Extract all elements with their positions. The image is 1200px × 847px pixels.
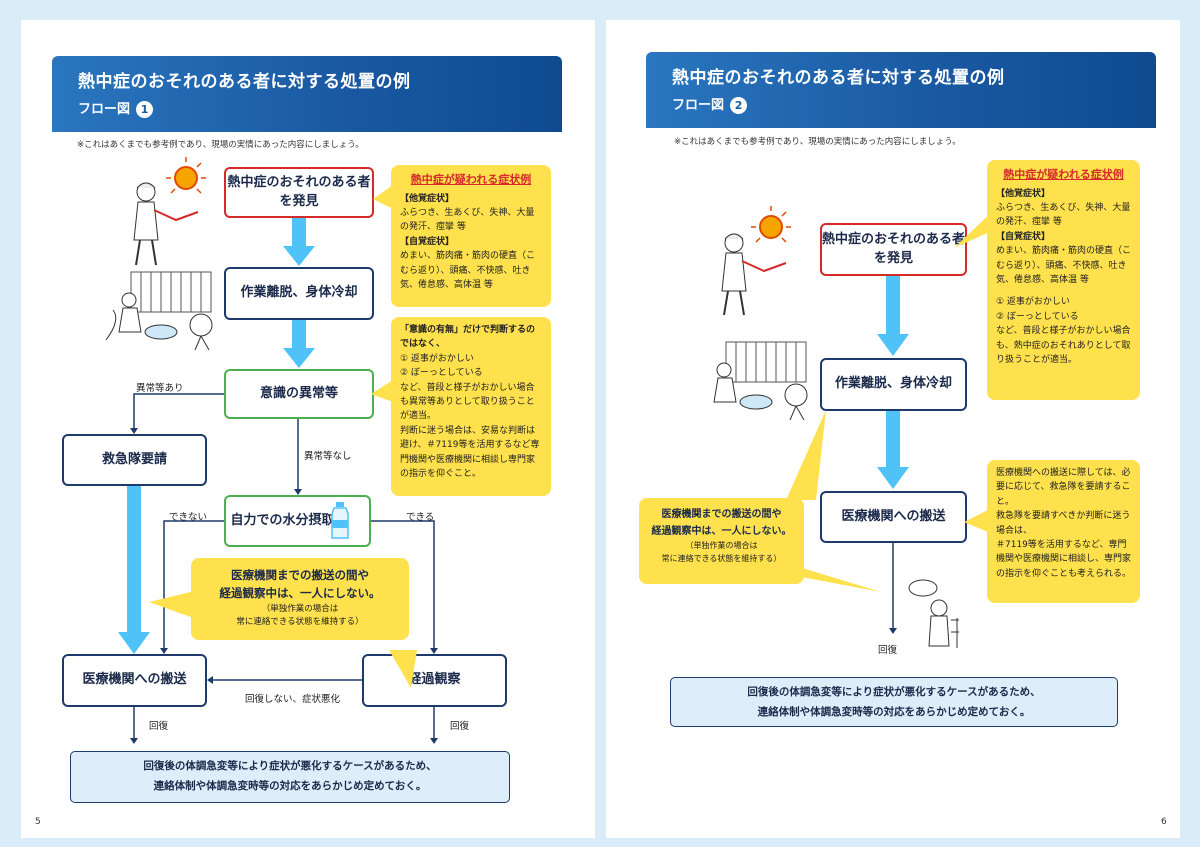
bottom-note-line-1: 回復後の体調急変等により症状が悪化するケースがあるため、 (747, 686, 1041, 698)
ambulance-box: 救急隊要請 (62, 434, 207, 486)
alone-note-line-2: 経過観察中は、一人にしない。 (219, 586, 381, 601)
label-recover-left: 回復 (149, 721, 169, 732)
other-symptoms-label: 【他覚症状】 (400, 193, 455, 204)
arrow-down-2 (877, 411, 909, 489)
bottom-note-line-2: 連絡体制や体調急変時等の対応をあらかじめ定めておく。 (757, 705, 1031, 718)
symptoms-note: 熱中症が疑われる症状例 【他覚症状】 ふらつき、生あくび、失神、大量の発汗、痙攣… (391, 165, 551, 307)
worker-phone-illustration (908, 579, 959, 648)
consciousness-item-1: ① 返事がおかしい (400, 353, 474, 364)
self-symptoms-label: 【自覚症状】 (996, 231, 1051, 242)
consciousness-text-1: など、普段と様子がおかしい場合も異常等ありとして取り扱うことが適当。 (400, 382, 535, 422)
label-can: できる (406, 512, 435, 523)
other-symptoms-label: 【他覚症状】 (996, 188, 1051, 199)
label-abnormal-yes: 異常等あり (136, 383, 184, 394)
label-recover-right: 回復 (450, 721, 470, 732)
discover-box: 熱中症のおそれのある者を発見 (820, 223, 967, 276)
remove-cool-box: 作業離脱、身体冷却 (224, 267, 374, 320)
alone-note-line-1: 医療機関までの搬送の間や (231, 568, 369, 582)
page-number: 6 (1161, 817, 1167, 827)
alone-note: 医療機関までの搬送の間や 経過観察中は、一人にしない。 （単独作業の場合は 常に… (191, 558, 409, 640)
label-recover: 回復 (878, 645, 898, 656)
symptoms-note: 熱中症が疑われる症状例 【他覚症状】 ふらつき、生あくび、失神、大量の発汗、痙攣… (987, 160, 1140, 400)
symptom-text: など、普段と様子がおかしい場合も、熱中症のおそれありとして取り扱うことが適当。 (996, 326, 1131, 365)
consciousness-item-2: ② ぼーっとしている (400, 368, 483, 379)
page-number: 5 (35, 817, 41, 827)
self-symptoms-text: めまい、筋肉痛・筋肉の硬直（こむら返り）、頭痛、不快感、吐き気、倦怠感、高体温 … (996, 246, 1132, 285)
transport-note: 医療機関への搬送に際しては、必要に応じて、救急隊を要請すること。 救急隊を要請す… (987, 460, 1140, 603)
label-cannot: できない (169, 512, 208, 523)
label-no-recover: 回復しない、症状悪化 (245, 694, 341, 705)
remove-cool-box: 作業離脱、身体冷却 (820, 358, 967, 411)
callout-pointers (149, 590, 417, 688)
label-abnormal-no: 異常等なし (304, 451, 352, 462)
bottom-note: 回復後の体調急変等により症状が悪化するケースがあるため、 連絡体制や体調急変時等… (70, 751, 510, 803)
reference-note: ※これはあくまでも参考例であり、現場の実情にあった内容にしましょう。 (77, 140, 364, 150)
consciousness-note-title: 「意識の有無」だけで判断するのではなく、 (400, 325, 536, 350)
page-subtitle: フロー図 2 (672, 94, 748, 114)
discover-box: 熱中症のおそれのある者を発見 (224, 167, 374, 218)
page-header: 熱中症のおそれのある者に対する処置の例 フロー図 2 (646, 52, 1156, 128)
page-6: 熱中症のおそれのある者に対する処置の例 フロー図 2 ※これはあくまでも参考例であ… (606, 20, 1180, 838)
self-symptoms-label: 【自覚症状】 (400, 236, 455, 247)
symptoms-title: 熱中症が疑われる症状例 (410, 173, 532, 186)
worker-dizzy-illustration (133, 157, 206, 266)
other-symptoms-text: ふらつき、生あくび、失神、大量の発汗、痙攣 等 (400, 207, 535, 233)
callout-pointer (954, 210, 994, 248)
arrow-down-1 (283, 218, 315, 266)
flow-connectors (889, 543, 897, 634)
page-title: 熱中症のおそれのある者に対する処置の例 (78, 72, 411, 92)
transport-box: 医療機関への搬送 (820, 491, 967, 543)
consciousness-box: 意識の異常等 (224, 369, 374, 419)
subtitle-text: フロー図 (672, 98, 725, 113)
transport-note-text-2: 救急隊を要請すべきか判断に迷う場合は、 (996, 511, 1131, 536)
worker-cooling-illustration (713, 341, 808, 421)
worker-dizzy-illustration (721, 206, 791, 316)
arrow-down-1 (877, 276, 909, 356)
observation-box: 経過観察 (362, 654, 507, 707)
flow-connectors (130, 393, 438, 744)
transport-note-text-1: 医療機関への搬送に際しては、必要に応じて、救急隊を要請すること。 (996, 468, 1131, 507)
callout-pointer (373, 185, 393, 209)
transport-note-text-3: ＃7119等を活用するなど、専門機関や医療機関に相談し、専門家の指示を仰ぐことも… (996, 539, 1132, 579)
alone-note-sub-2: 常に連絡できる状態を維持する） (661, 553, 782, 563)
page-5: 熱中症のおそれのある者に対する処置の例 フロー図 1 ※これはあくまでも参考例であ… (21, 20, 595, 838)
alone-note: 医療機関までの搬送の間や 経過観察中は、一人にしない。 （単独作業の場合は 常に… (639, 498, 804, 584)
alone-note-line-1: 医療機関までの搬送の間や (661, 509, 782, 520)
symptom-item-1: ① 返事がおかしい (996, 297, 1070, 308)
arrow-down-2 (283, 320, 315, 368)
self-symptoms-text: めまい、筋肉痛・筋肉の硬直（こむら返り）、頭痛、不快感、吐き気、倦怠感、高体温 … (400, 251, 536, 290)
alone-note-sub-1: （単独作業の場合は (685, 541, 758, 550)
page-title: 熱中症のおそれのある者に対する処置の例 (672, 68, 1005, 88)
callout-pointer (964, 510, 988, 532)
worker-cooling-illustration (105, 271, 213, 351)
reference-note: ※これはあくまでも参考例であり、現場の実情にあった内容にしましょう。 (674, 137, 961, 147)
bottom-note-line-1: 回復後の体調急変等により症状が悪化するケースがあるため、 (143, 760, 437, 772)
transport-box: 医療機関への搬送 (62, 654, 207, 707)
symptoms-title: 熱中症が疑われる症状例 (1003, 168, 1124, 181)
flow-number-badge: 1 (136, 101, 154, 118)
bottom-note-line-2: 連絡体制や体調急変時等の対応をあらかじめ定めておく。 (153, 779, 427, 792)
callout-pointer (371, 380, 393, 402)
bottom-note: 回復後の体調急変等により症状が悪化するケースがあるため、 連絡体制や体調急変時等… (670, 677, 1118, 727)
page-subtitle: フロー図 1 (78, 98, 154, 118)
symptom-item-2: ② ぼーっとしている (996, 311, 1079, 322)
page-header: 熱中症のおそれのある者に対する処置の例 フロー図 1 (52, 56, 562, 132)
alone-note-line-2: 経過観察中は、一人にしない。 (651, 526, 792, 537)
water-bottle-icon (331, 502, 349, 539)
water-intake-box: 自力での水分摂取 (224, 495, 371, 547)
alone-note-sub-2: 常に連絡できる状態を維持する） (236, 617, 364, 628)
subtitle-text: フロー図 (78, 102, 131, 117)
arrow-ambulance-to-transport (118, 486, 150, 654)
consciousness-note: 「意識の有無」だけで判断するのではなく、 ① 返事がおかしい ② ぼーっとしてい… (391, 317, 551, 496)
other-symptoms-text: ふらつき、生あくび、失神、大量の発汗、痙攣 等 (996, 202, 1131, 228)
flow-number-badge: 2 (730, 97, 748, 114)
alone-note-sub-1: （単独作業の場合は (261, 603, 339, 614)
consciousness-text-2: 判断に迷う場合は、安易な判断は避け、＃7119等を活用するなど専門機関や医療機関… (400, 425, 540, 479)
